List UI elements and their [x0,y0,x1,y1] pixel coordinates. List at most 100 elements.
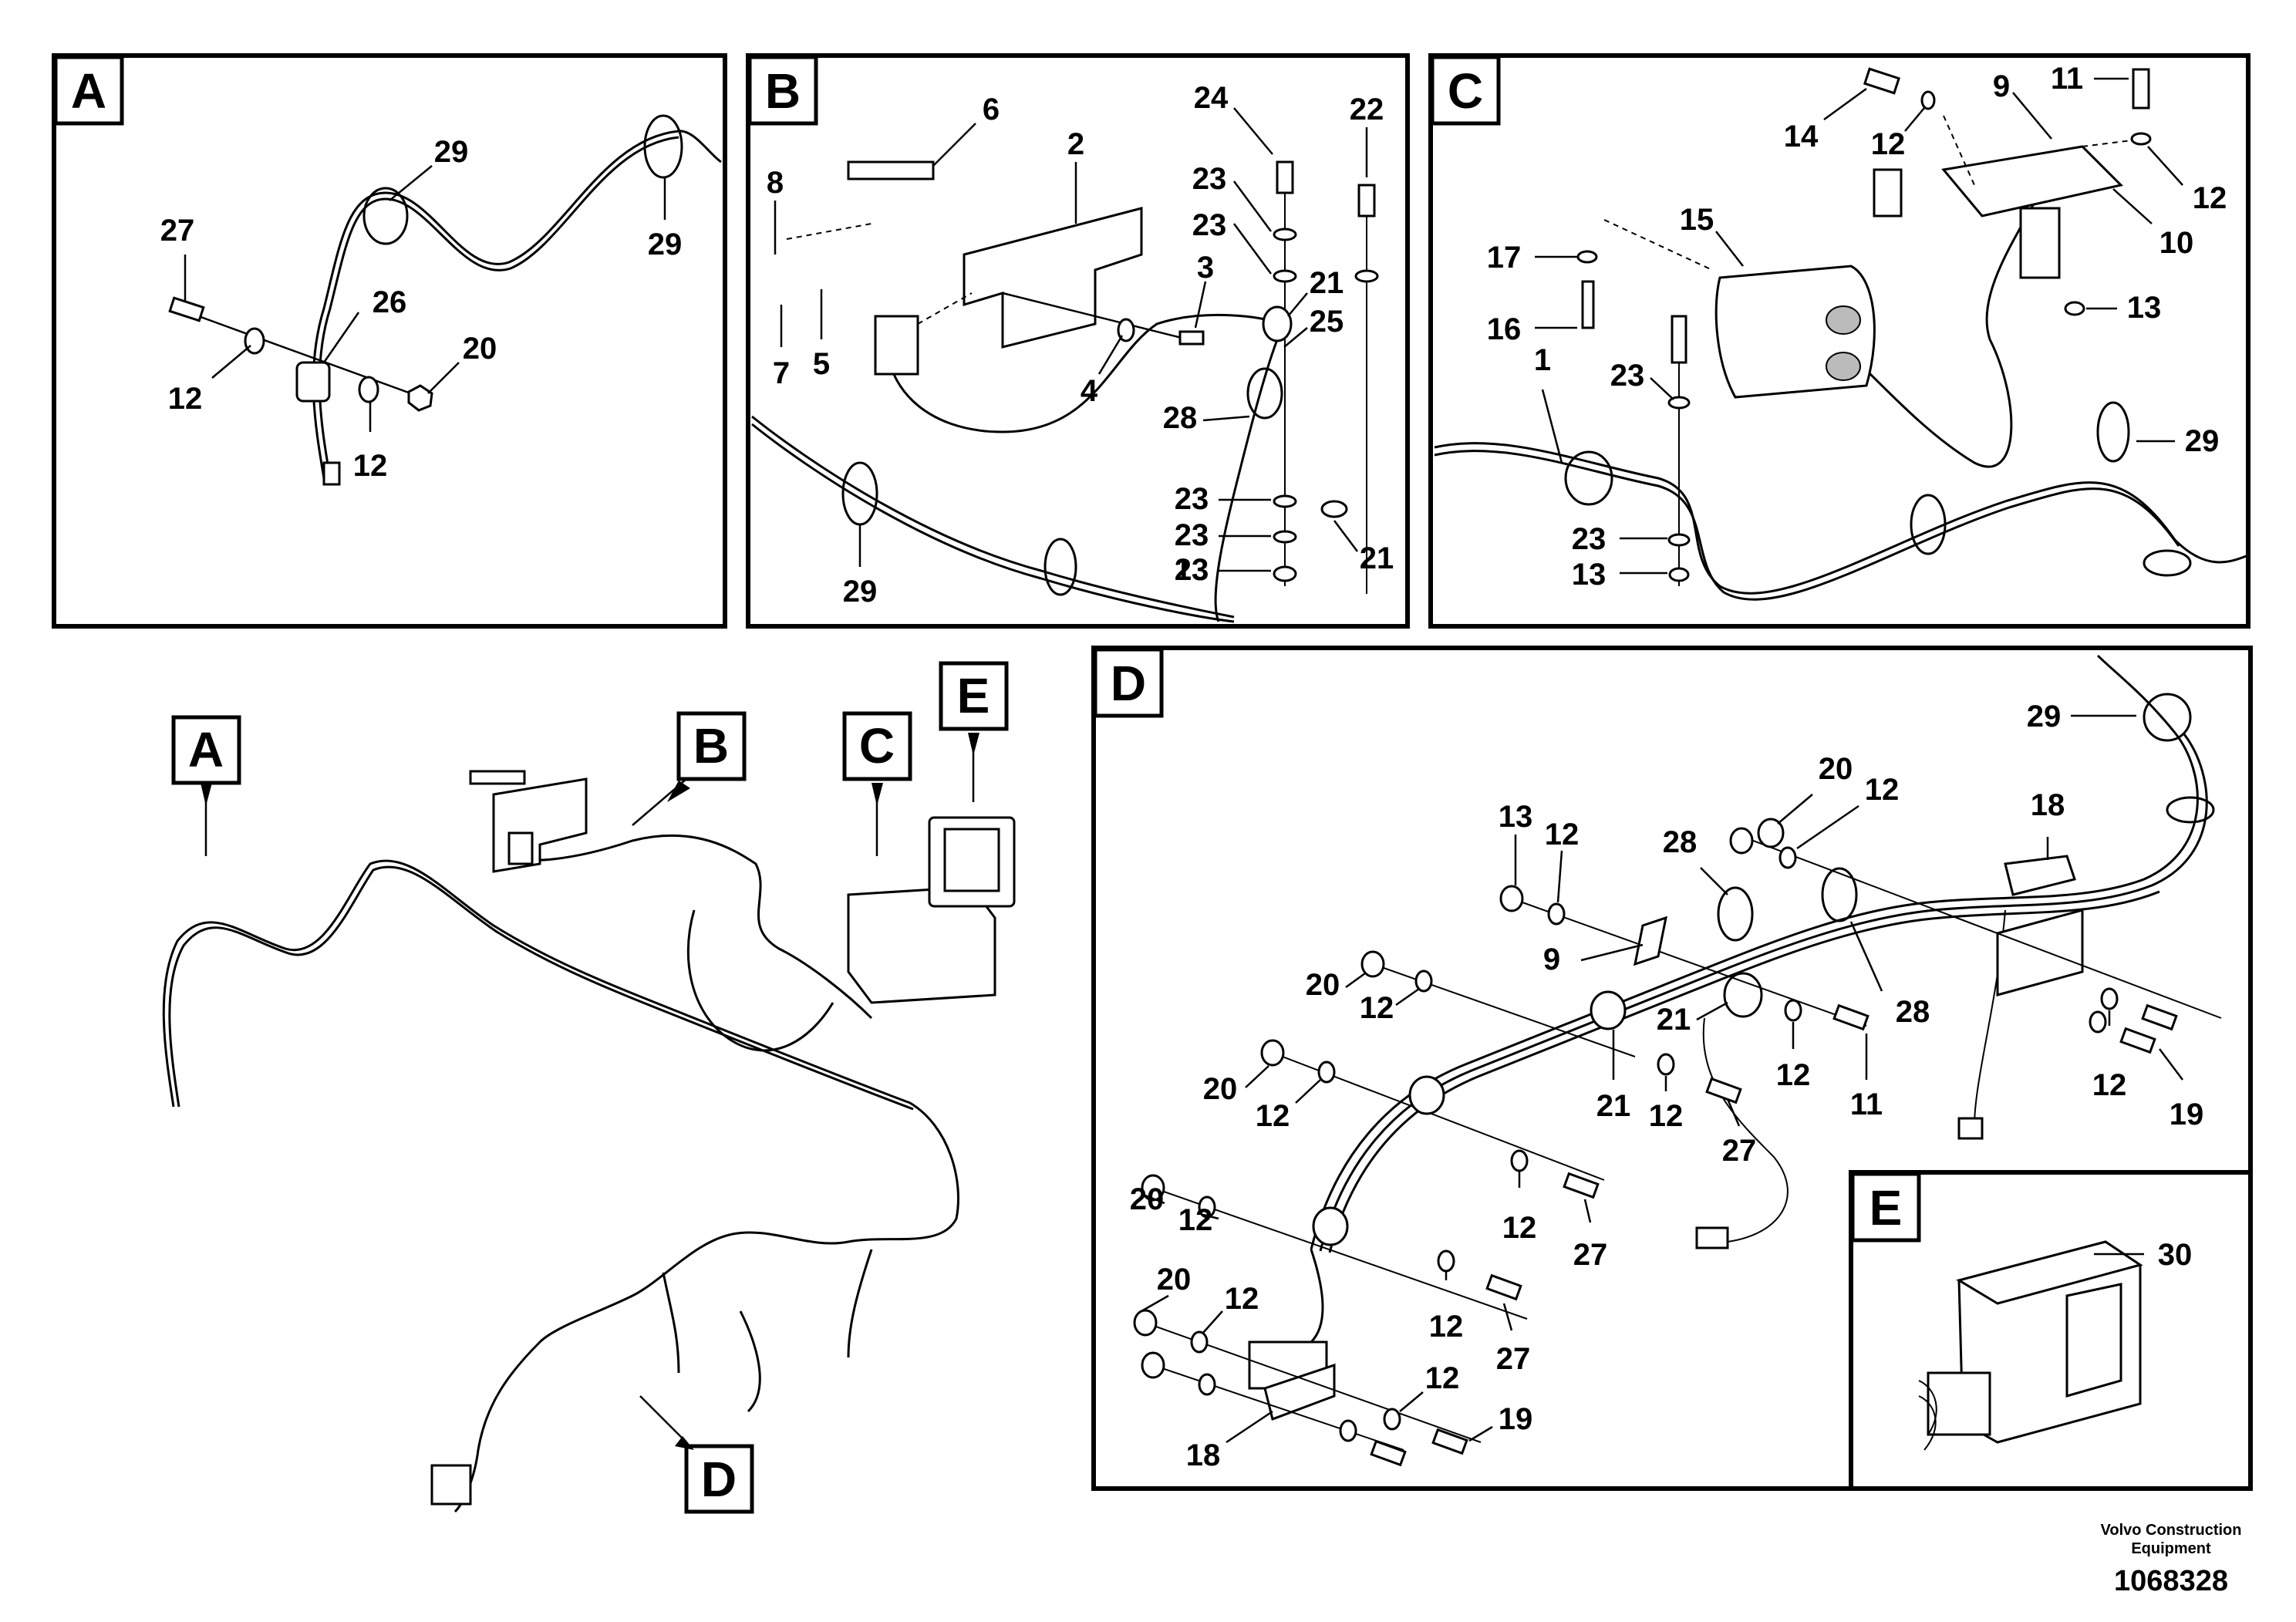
bolt [2119,1027,2156,1054]
washer [1198,1195,1216,1219]
callout: 25 [1310,305,1344,339]
callout: 1 [1534,343,1551,377]
overview-connector [507,831,534,865]
detail-panel-e: E 30 [1849,1170,2253,1491]
clamp-21 [1723,972,1763,1018]
overview-c-run [686,909,834,1052]
panel-b-bolt-24 [1276,160,1294,194]
overview-main-run [162,859,959,1513]
callout: 12 [1865,773,1900,807]
overview-bottom-bracket [430,1464,472,1506]
panel-e-tag [1850,1172,1921,1243]
callout: 20 [463,332,497,366]
washer [1437,1249,1455,1273]
panel-d-plate [1996,909,2084,996]
callout: 23 [1192,208,1227,242]
overview-tag-b [676,711,747,781]
panel-c-bolt-23 [1671,315,1687,364]
callout: 19 [1499,1402,1533,1436]
overview-d-branch-2 [847,1249,873,1358]
callout: 26 [373,285,407,319]
callout: 23 [1572,522,1607,556]
callout: 12 [1429,1310,1464,1344]
callout: 23 [1175,553,1209,587]
detail-panel-c: C 11 9 [1428,53,2250,629]
callout: 19 [2170,1098,2204,1131]
washer [2130,132,2152,146]
panel-d-harness-c [1328,890,2160,1253]
bolt [1485,1273,1522,1301]
nut [1729,827,1754,855]
overview-d-branch-3 [662,1272,680,1374]
panel-c-relay-box [1941,145,2123,218]
washer [2100,987,2119,1010]
nut [1499,885,1524,912]
panel-b-bolt-axis [1002,292,1188,341]
panel-a-washer-2 [358,376,379,403]
tie [1564,450,1613,506]
callout: 12 [1545,818,1580,851]
document-number: 1068328 [2114,1565,2228,1597]
callout: 13 [2127,291,2162,325]
callout: 12 [1360,991,1394,1025]
overview-tag-e [939,661,1009,731]
panel-a-nut [407,384,433,412]
panel-e-ecu-top [1956,1240,2143,1305]
washer [1778,846,1797,869]
callout: 29 [434,135,469,169]
washer [1190,1330,1209,1354]
panel-c-port-2 [1826,352,1861,381]
callout: 20 [1306,968,1340,1002]
washer [1354,269,1379,283]
overview-tag-d [684,1444,754,1514]
callout: 11 [1850,1088,1883,1121]
callout: 18 [1186,1438,1221,1472]
panel-b-dash [786,223,872,240]
callout: 3 [1197,251,1214,285]
callout: 29 [2185,424,2220,458]
callout: 12 [1502,1211,1537,1245]
callout: 28 [1163,401,1198,435]
nut [1141,1351,1165,1379]
panel-a-connector [322,461,341,486]
callout: 21 [1310,266,1344,300]
callout: 29 [843,575,878,609]
tie [2143,693,2192,742]
panel-d-tag [1093,647,1164,718]
panel-d-bracket-18-top [2004,855,2076,896]
pointer-d [675,1436,694,1450]
overview-bracket [492,777,588,873]
callout: 23 [1175,518,1209,552]
panel-d-harness-drop [1310,1249,1324,1344]
nut [1260,1039,1285,1067]
overview-strip [469,770,526,785]
nut [1273,565,1297,582]
panel-d-branch-27 [1702,1017,1789,1243]
brand-line-1: Volvo Construction [2101,1522,2242,1539]
callout: 13 [1175,553,1209,587]
tie [2166,796,2215,824]
panel-d-letter: D [1111,656,1146,711]
overview-main-run-b [168,865,914,1111]
panel-c-relay-connector [2019,207,2061,279]
panel-b-frame [746,53,1410,629]
panel-b-connector [874,315,919,376]
callout: 6 [983,93,1000,126]
callout: 12 [1225,1282,1259,1316]
overview-tag-a-letter: A [188,722,224,777]
panel-b-harness-d [1214,331,1282,622]
callout: 18 [2031,788,2065,822]
panel-d-bracket-9 [1633,916,1667,966]
overview-b-run [492,834,873,1020]
callout: 23 [1192,162,1227,196]
callout: 20 [1819,752,1853,786]
bolt [1431,1428,1468,1455]
panel-c-harness-b [1434,450,2180,601]
axis [1511,898,1867,1027]
footer: Volvo Construction Equipment 1068328 [2101,1522,2242,1597]
tie [1717,886,1754,942]
panel-a-callouts: 27 29 26 29 20 12 12 [160,135,683,483]
panel-a-clamp [295,361,331,403]
overview-tag-c-letter: C [859,718,895,774]
panel-a-tie-1 [362,187,409,245]
